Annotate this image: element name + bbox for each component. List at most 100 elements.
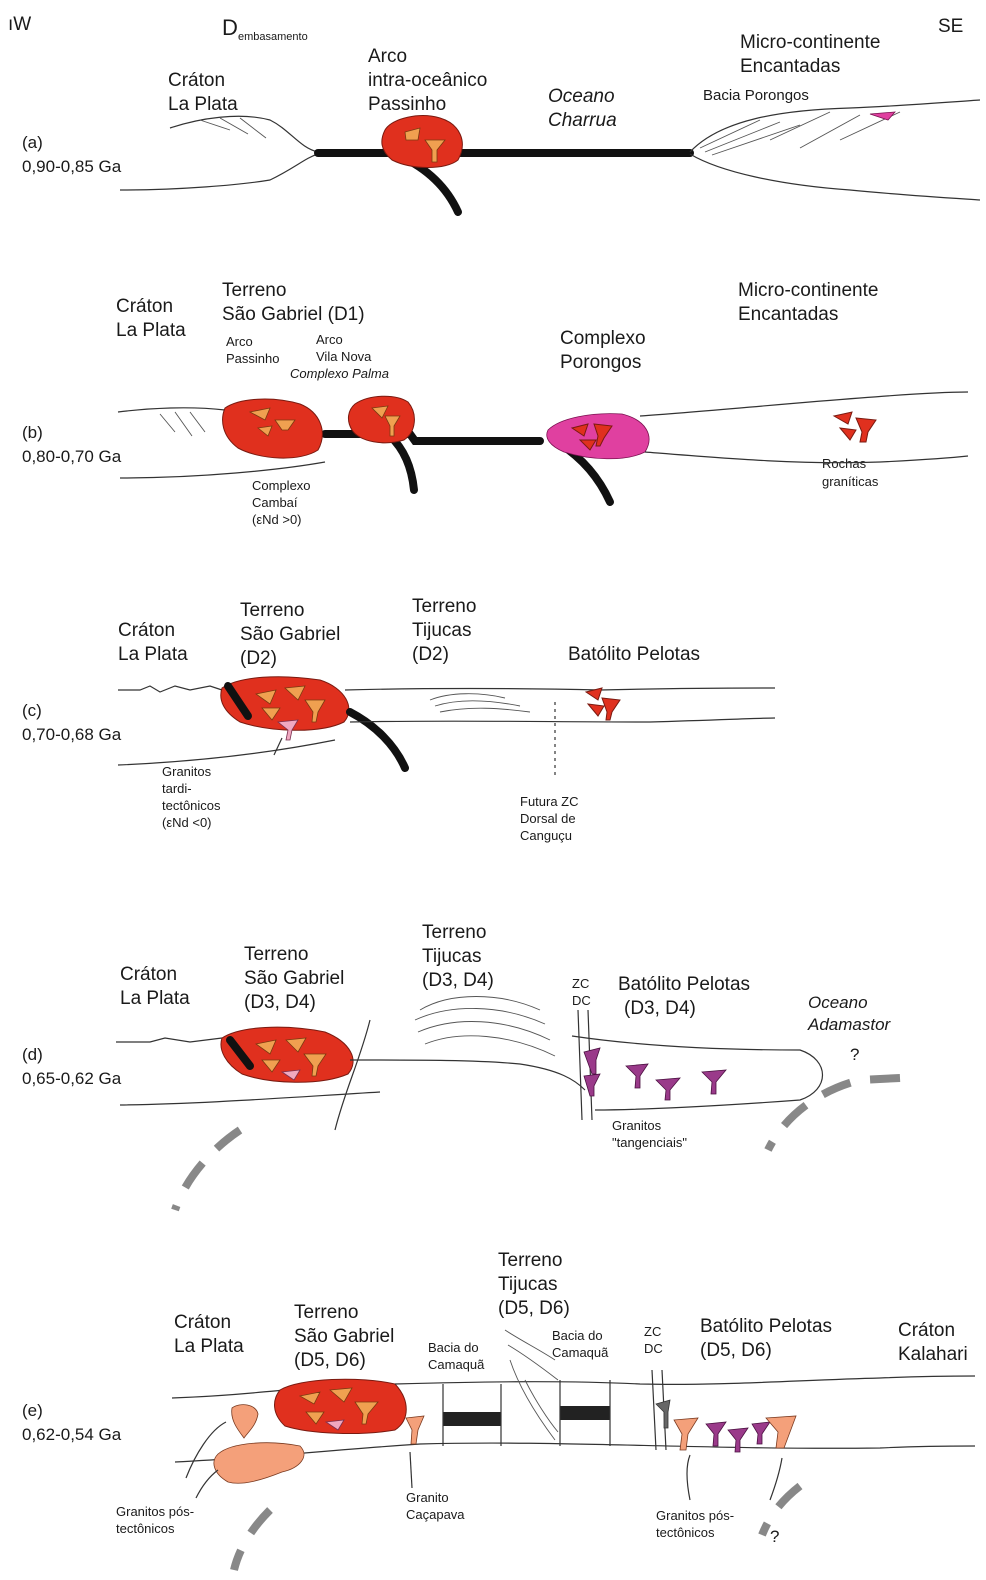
panel-b-arc-passinho [223,399,323,458]
panel-e-bacia2-line1: Bacia do [552,1328,603,1343]
panel-e-post-granite-right-2 [766,1416,796,1448]
panel-b-micro-top [640,392,968,416]
panel-e-right-arrows [687,1455,782,1500]
panel-e-terreno-line2: São Gabriel [294,1326,394,1347]
panel-c-craton-top [118,686,222,692]
panel-b-craton-line1: Cráton [116,296,173,317]
panel-c-terreno-line1: Terreno [240,600,304,621]
panel-e-post-granite-large [214,1443,304,1484]
panel-c-age: 0,70-0,68 Ga [22,725,122,744]
panel-a-oceano-line2: Charrua [548,110,617,131]
panel-a-bacia-strata [700,112,900,155]
panel-c-craton-line2: La Plata [118,644,188,665]
panel-b-arco2-line2: Vila Nova [316,349,372,364]
panel-d-question: ? [850,1045,859,1064]
panel-d-oceano-line2: Adamastor [807,1015,892,1034]
panel-e-tijucas-line2: Tijucas [498,1274,557,1295]
panel-e-bacia1-line2: Camaquã [428,1357,485,1372]
panel-e-question: ? [770,1527,779,1546]
panel-e-top [395,1376,975,1384]
panel-d-craton-top [116,1038,222,1042]
panel-e-terreno-line3: (D5, D6) [294,1350,366,1371]
panel-a-micro-base [690,154,980,200]
panel-b-arco1-line2: Passinho [226,351,279,366]
panel-a-oceano-line1: Oceano [548,86,615,107]
panel-e-kalahari-line1: Cráton [898,1320,955,1341]
panel-c-tijucas-top [345,688,775,690]
panel-a-craton-top [170,116,318,152]
panel-e-bacia2-line2: Camaquã [552,1345,609,1360]
panel-e-pelotas-line1: Batólito Pelotas [700,1316,832,1337]
panel-e-granitos-right-line2: tectônicos [656,1525,715,1540]
panel-a-arco-line2: intra-oceânico [368,70,487,91]
panel-c-pelotas-granites [586,688,620,720]
panel-d-tijucas-line2: Tijucas [422,946,481,967]
panel-b-arco2-line1: Arco [316,332,343,347]
panel-a-craton-line1: Cráton [168,70,225,91]
panel-e-craton-line2: La Plata [174,1336,244,1357]
panel-e-kalahari-line2: Kalahari [898,1344,968,1365]
panel-b-age: 0,80-0,70 Ga [22,447,122,466]
panel-c-craton-line1: Cráton [118,620,175,641]
panel-e-granitos-right-line1: Granitos pós- [656,1508,734,1523]
panel-a-micro-line2: Encantadas [740,56,840,77]
panel-b-cambai-line2: Cambaí [252,495,298,510]
panel-e-id: (e) [22,1401,43,1420]
panel-e-tijucas-line3: (D5, D6) [498,1298,570,1319]
panel-b-id: (b) [22,423,43,442]
panel-b-micro-line1: Micro-continente [738,280,878,301]
panel-b-arco1-line1: Arco [226,334,253,349]
panel-b-palma-label: Complexo Palma [290,366,389,381]
panel-a-id: (a) [22,133,43,152]
panel-a-arco-line1: Arco [368,46,407,67]
panel-e-post-granite-small [232,1405,258,1438]
panel-d-terreno-line3: (D3, D4) [244,992,316,1013]
panel-c-tijucas-line1: Terreno [412,596,476,617]
panel-c-granitos-line3: tectônicos [162,798,221,813]
panel-b-arc-vilanova [348,396,414,443]
panel-e-future-slab-right [762,1486,800,1535]
panel-d-pelotas-line1: Batólito Pelotas [618,974,750,995]
panel-c-granitos-line2: tardi- [162,781,192,796]
panel-b-rochas-line1: Rochas [822,456,867,471]
panel-e-cacapava-granite [406,1416,424,1444]
panel-d-oceano-line1: Oceano [808,993,868,1012]
panel-c: (c) 0,70-0,68 Ga Cráton La Plata Terreno… [22,596,775,843]
panel-e-zc-granite [656,1400,670,1428]
se-label: SE [938,16,963,37]
panel-e-post-granite-right-1 [674,1418,698,1450]
panel-d-granitos-line1: Granitos [612,1118,662,1133]
panel-e-bacia2-fill [560,1406,610,1420]
panel-e-cacapava-line2: Caçapava [406,1507,465,1522]
panel-b-porongos-line2: Porongos [560,352,641,373]
panel-d-zc-line2: DC [572,993,591,1008]
panel-a-micro-line1: Micro-continente [740,32,880,53]
panel-a-craton-line2: La Plata [168,94,238,115]
embasamento-letter: D [222,15,238,40]
panel-e-terreno-line1: Terreno [294,1302,358,1323]
panel-c-granitos-line4: (εNd <0) [162,815,212,830]
panel-c-tijucas-base [350,718,775,722]
panel-b-terreno-line2: São Gabriel (D1) [222,304,365,325]
panel-d-pelotas-line2: (D3, D4) [624,998,696,1019]
panel-b-porongos-line1: Complexo [560,328,646,349]
panel-c-terreno-line3: (D2) [240,648,277,669]
panel-d-age: 0,65-0,62 Ga [22,1069,122,1088]
panel-c-tijucas-line2: Tijucas [412,620,471,641]
embasamento-subscript: embasamento [238,31,308,43]
panel-e-granitos-left-line1: Granitos pós- [116,1504,194,1519]
panel-b-craton-top [118,408,225,412]
panel-d-craton-base [120,1092,380,1105]
panel-b-craton-base [120,462,325,478]
panel-c-id: (c) [22,701,42,720]
panel-e-tijucas-structures [505,1330,558,1440]
panel-a-age: 0,90-0,85 Ga [22,157,122,176]
panel-a: (a) 0,90-0,85 Ga Cráton La Plata Arco in… [22,32,980,212]
panel-d-terreno-line1: Terreno [244,944,308,965]
panel-e-craton-line1: Cráton [174,1312,231,1333]
panel-d-zc-line1: ZC [572,976,589,991]
panel-c-pelotas-label: Batólito Pelotas [568,644,700,665]
panel-d-future-slab-left [175,1130,240,1210]
panel-d-future-slab-right [768,1078,900,1150]
panel-e-cacapava-arrow [410,1452,412,1488]
